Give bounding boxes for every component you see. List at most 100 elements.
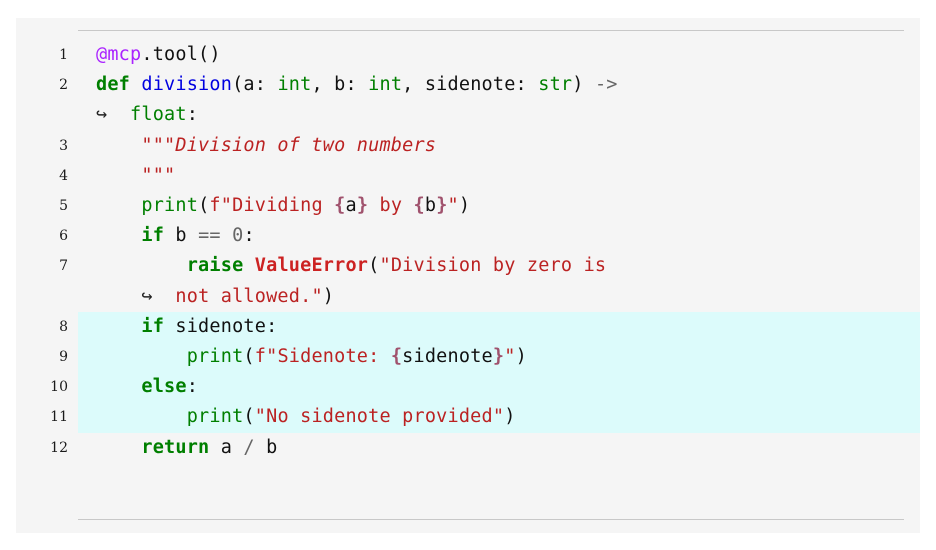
- code-text: print("No sidenote provided"): [78, 402, 920, 433]
- token-text: b: [164, 225, 199, 247]
- token-text: .tool(): [141, 44, 221, 65]
- token-text: [96, 286, 141, 307]
- token-interpolation: {: [413, 195, 425, 217]
- token-string: not allowed.": [175, 285, 323, 307]
- token-text: :: [243, 225, 255, 247]
- token-text: [96, 316, 141, 337]
- token-builtin: print: [186, 346, 244, 368]
- token-keyword: else: [141, 376, 187, 398]
- code-text: """: [78, 161, 920, 191]
- token-text: (: [368, 255, 380, 277]
- token-operator: ->: [594, 74, 618, 96]
- token-text: ): [458, 195, 471, 217]
- token-builtin: str: [538, 74, 573, 96]
- token-builtin: int: [368, 74, 403, 96]
- code-text: print(f"Sidenote: {sidenote}"): [78, 342, 920, 373]
- token-keyword: if: [141, 225, 165, 247]
- token-text: b: [254, 436, 278, 458]
- token-builtin: print: [141, 195, 199, 217]
- code-text: def division(a: int, b: int, sidenote: s…: [78, 70, 920, 100]
- token-builtin: print: [186, 406, 244, 428]
- token-docstring: """Division of two numbers: [141, 134, 437, 156]
- token-text: [96, 255, 187, 276]
- code-text: ↪ float:: [78, 100, 920, 130]
- token-text: [153, 286, 176, 307]
- line-number: 7: [16, 251, 78, 282]
- token-text: [96, 165, 141, 186]
- code-line: 12 return a / b: [16, 432, 920, 463]
- token-interpolation: }: [356, 195, 369, 217]
- code-text: else:: [78, 372, 920, 403]
- token-text: , b:: [311, 74, 369, 96]
- token-operator: ==: [198, 225, 221, 247]
- line-number: 2: [16, 70, 78, 101]
- token-keyword: if: [141, 315, 165, 337]
- token-text: [107, 104, 130, 125]
- code-line-highlighted: 8 if sidenote:: [16, 311, 920, 343]
- code-text: if b == 0:: [78, 221, 920, 251]
- code-text: if sidenote:: [78, 311, 920, 343]
- token-text: [96, 406, 187, 427]
- token-text: (a:: [232, 74, 278, 96]
- wrap-arrow-icon: ↪: [96, 104, 108, 126]
- code-line: 4 """: [16, 160, 920, 192]
- token-text: [243, 255, 254, 276]
- code-line-continuation: ↪ not allowed."): [16, 282, 920, 312]
- token-text: b: [424, 195, 437, 217]
- code-line-highlighted: 11 print("No sidenote provided"): [16, 402, 920, 433]
- code-text: @mcp.tool(): [78, 40, 920, 70]
- token-interpolation: {: [390, 346, 403, 368]
- code-line: 2 def division(a: int, b: int, sidenote:…: [16, 70, 920, 101]
- code-line: 1 @mcp.tool(): [16, 40, 920, 71]
- code-listing: 1 @mcp.tool() 2 def division(a: int, b: …: [16, 40, 920, 463]
- code-text: raise ValueError("Division by zero is: [78, 251, 920, 281]
- line-number: 3: [16, 130, 78, 161]
- line-number: 5: [16, 191, 78, 222]
- token-keyword: return: [141, 436, 210, 458]
- listing-top-rule: [78, 30, 904, 31]
- line-number: 4: [16, 160, 78, 192]
- code-line-continuation: ↪ float:: [16, 100, 920, 130]
- token-text: [96, 437, 141, 458]
- token-text: sidenote: [402, 346, 493, 368]
- code-text: print(f"Dividing {a} by {b}"): [78, 191, 920, 221]
- token-text: ): [322, 285, 335, 307]
- token-builtin: float: [130, 104, 187, 126]
- token-keyword: raise: [186, 255, 244, 277]
- token-text: [96, 135, 141, 156]
- line-number: 1: [16, 40, 78, 71]
- token-number: 0: [232, 225, 244, 247]
- line-number: 10: [16, 372, 78, 403]
- token-text: :: [186, 376, 199, 398]
- code-text: ↪ not allowed."): [78, 282, 920, 312]
- token-text: [96, 376, 141, 397]
- line-number: 9: [16, 342, 78, 373]
- token-interpolation: }: [436, 195, 448, 217]
- listing-bottom-rule: [78, 519, 904, 520]
- token-text: :: [186, 104, 199, 126]
- code-text: """Division of two numbers: [78, 131, 920, 161]
- token-string: f"Sidenote:: [254, 346, 391, 368]
- line-number: 8: [16, 311, 78, 343]
- token-string: ": [447, 195, 459, 217]
- token-interpolation: {: [334, 195, 346, 217]
- token-string: ": [504, 346, 516, 368]
- token-operator: /: [243, 436, 255, 458]
- line-number: 11: [16, 402, 78, 433]
- token-text: [96, 225, 141, 246]
- token-text: ): [504, 406, 516, 428]
- code-listing-figure: 1 @mcp.tool() 2 def division(a: int, b: …: [16, 18, 920, 533]
- token-text: (: [243, 346, 255, 368]
- line-number: 6: [16, 221, 78, 252]
- token-text: , sidenote:: [402, 74, 539, 96]
- token-text: ): [572, 74, 595, 96]
- token-text: ): [515, 346, 527, 368]
- token-string: "No sidenote provided": [254, 406, 505, 428]
- token-text: sidenote:: [164, 315, 278, 337]
- line-number: 12: [16, 432, 78, 463]
- code-line: 6 if b == 0:: [16, 221, 920, 252]
- token-string: by: [368, 195, 414, 217]
- code-line: 7 raise ValueError("Division by zero is: [16, 251, 920, 282]
- token-string: "Division by zero is: [379, 255, 607, 277]
- token-interpolation: }: [492, 346, 505, 368]
